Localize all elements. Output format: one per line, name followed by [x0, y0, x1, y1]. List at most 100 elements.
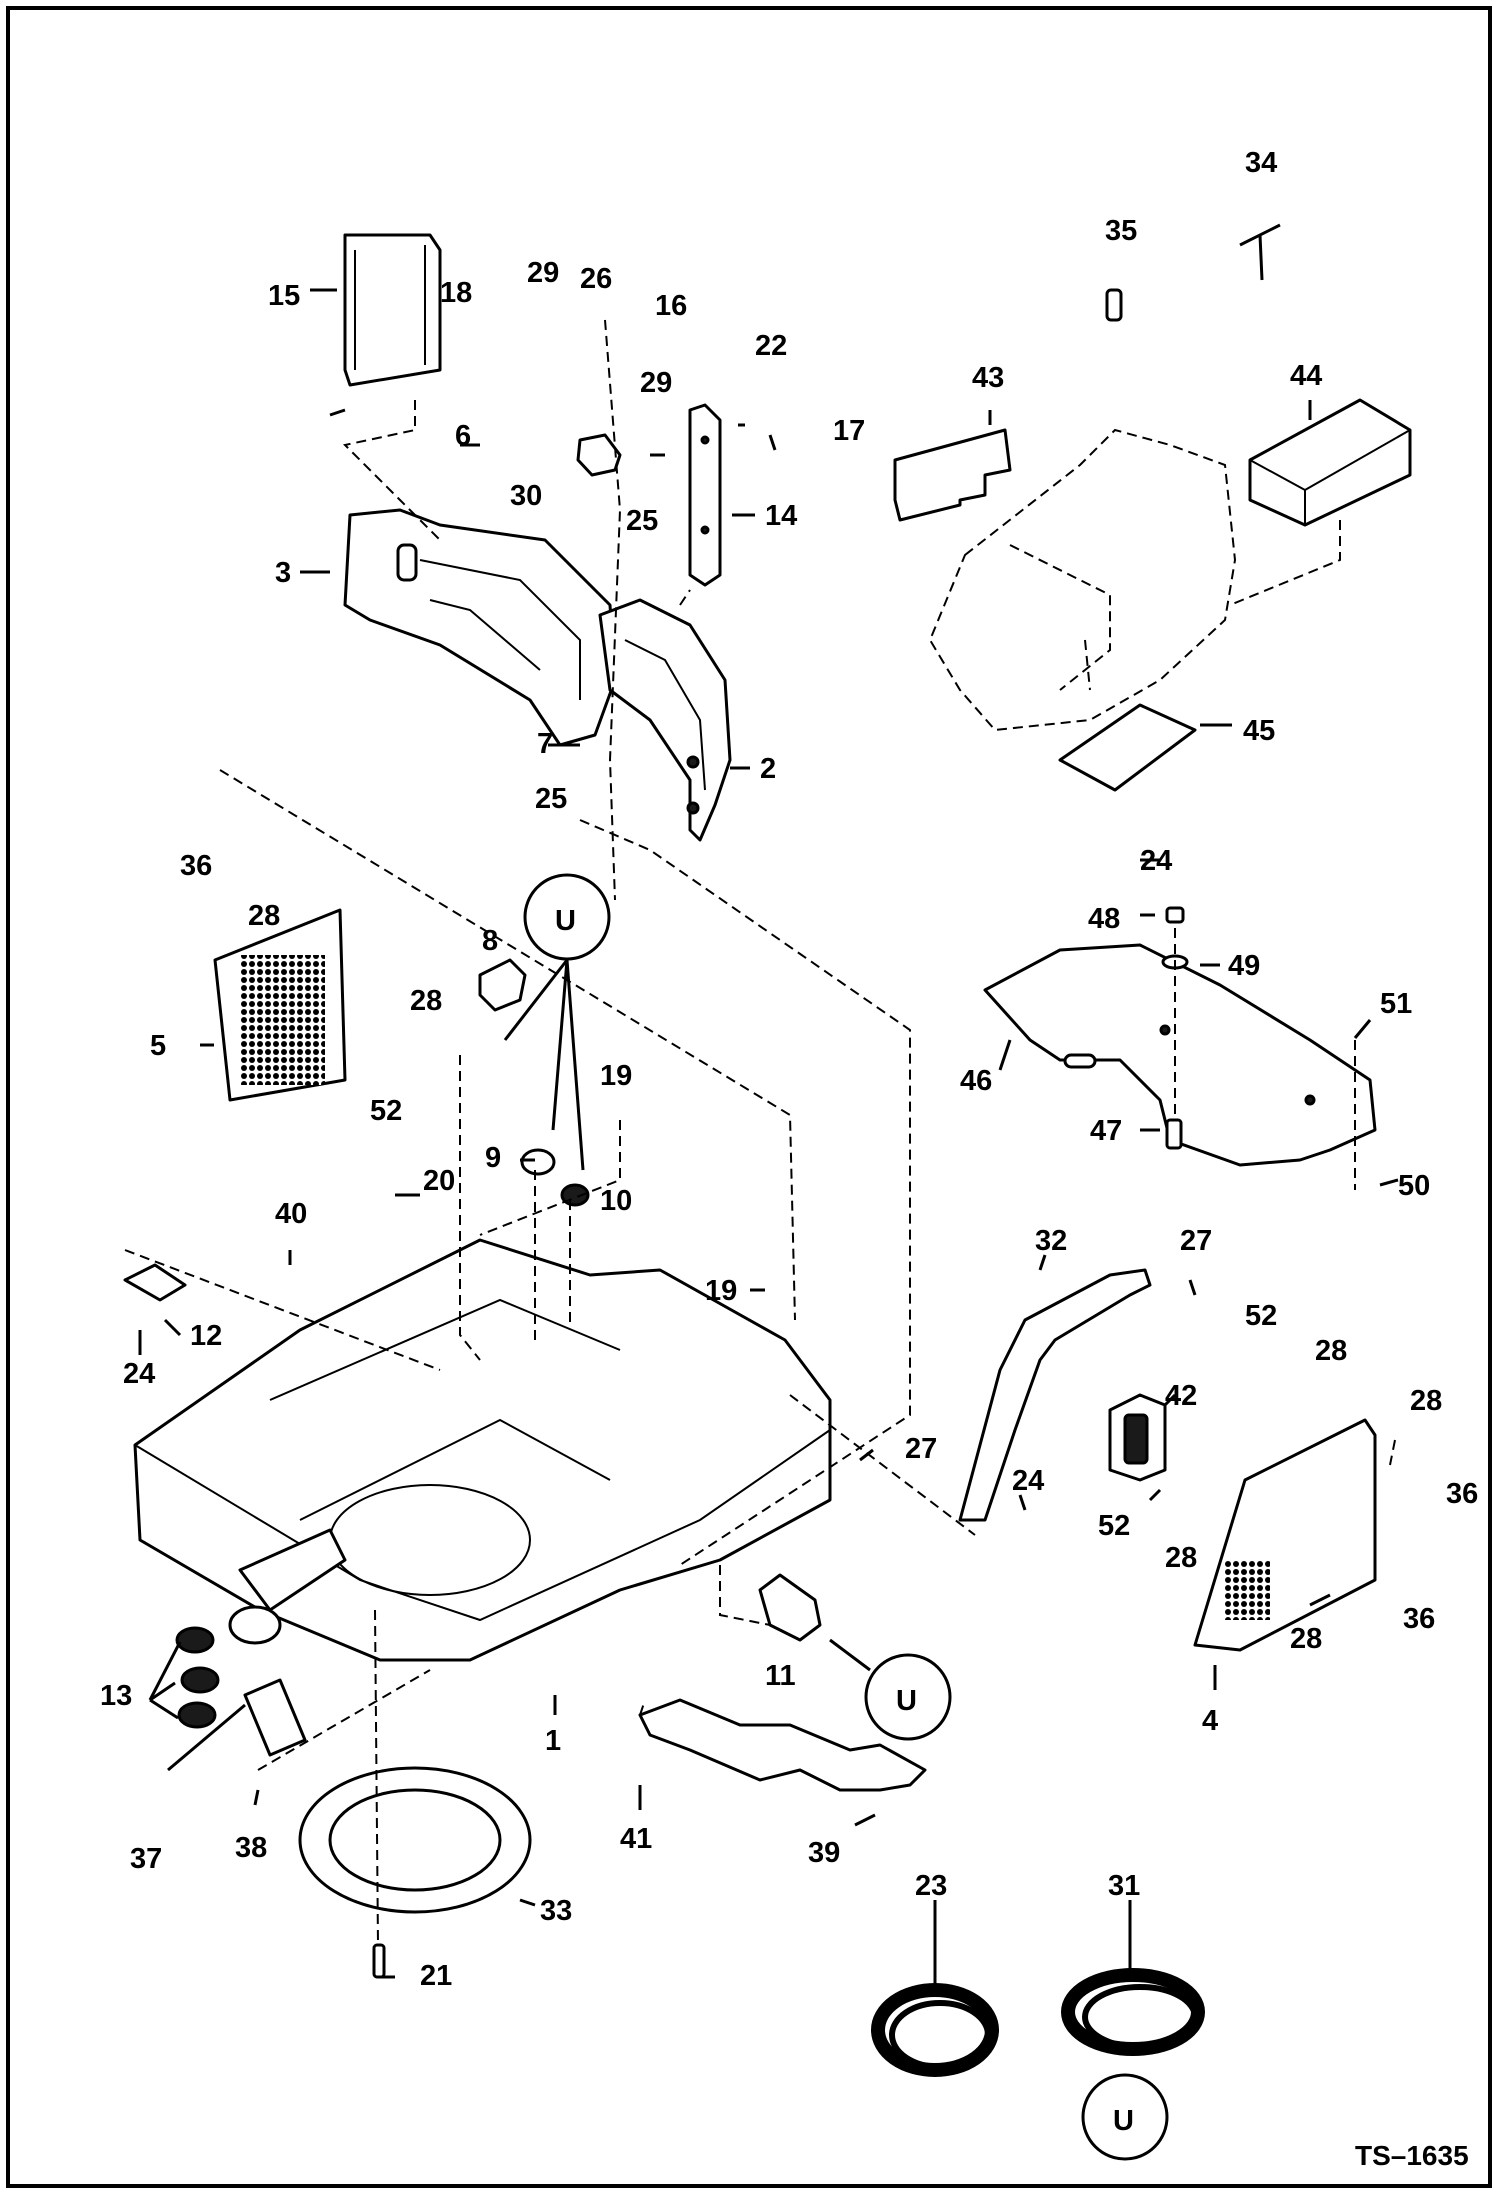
drawing-reference-label: TS–1635 [1355, 2140, 1469, 2171]
callout-50: 50 [1398, 1170, 1430, 1202]
callout-13: 13 [100, 1680, 132, 1712]
callout-25b: 25 [535, 783, 567, 815]
callout-52a: 52 [370, 1095, 402, 1127]
callout-11: 11 [765, 1660, 796, 1692]
callout-43: 43 [972, 362, 1004, 394]
callout-24b: 24 [1012, 1465, 1044, 1497]
part-13-bushings [175, 1626, 220, 1729]
part-44-foam-block [1248, 398, 1412, 527]
symbol-u-bottom-letter: U [1113, 2105, 1134, 2137]
callout-27b: 27 [905, 1433, 937, 1465]
part-33-slew-ring [298, 1766, 532, 1914]
part-9-seal [520, 1148, 556, 1176]
callout-14: 14 [765, 500, 797, 532]
callout-17: 17 [833, 415, 865, 447]
callout-4: 4 [1202, 1705, 1218, 1737]
part-3-counterweight-left [343, 508, 617, 747]
callout-33: 33 [540, 1895, 572, 1927]
callout-5: 5 [150, 1030, 166, 1062]
part-31-seal-coil [1061, 1968, 1205, 2056]
callout-28b: 28 [410, 985, 442, 1017]
part-34-key [1239, 223, 1281, 281]
callout-45: 45 [1243, 715, 1275, 747]
callout-40: 40 [275, 1198, 307, 1230]
callout-52c: 52 [1098, 1510, 1130, 1542]
part-1-main-frame [133, 1238, 832, 1662]
symbol-u-middle [864, 1653, 952, 1741]
callout-44: 44 [1290, 360, 1322, 392]
callout-49: 49 [1228, 950, 1260, 982]
callout-29b: 29 [640, 367, 672, 399]
callout-23: 23 [915, 1870, 947, 1902]
callout-2: 2 [760, 753, 776, 785]
callout-27a: 27 [1180, 1225, 1212, 1257]
callout-46: 46 [960, 1065, 992, 1097]
callout-36a: 36 [180, 850, 212, 882]
part-47-bolt [1165, 1118, 1183, 1150]
callout-36b: 36 [1446, 1478, 1478, 1510]
callout-25a: 25 [626, 505, 658, 537]
callout-28e: 28 [1165, 1542, 1197, 1574]
callout-leaders [138, 288, 1399, 1985]
symbol-u-middle-letter: U [896, 1685, 917, 1717]
part-35-bolt [1105, 288, 1123, 322]
callout-28a: 28 [248, 900, 280, 932]
callout-3: 3 [275, 557, 291, 589]
callout-22: 22 [755, 330, 787, 362]
callout-20: 20 [423, 1165, 455, 1197]
part-15-cover [343, 233, 442, 387]
callout-26: 26 [580, 263, 612, 295]
callout-29a: 29 [527, 257, 559, 289]
callout-19a: 19 [600, 1060, 632, 1092]
callout-7: 7 [537, 728, 553, 760]
symbol-u-top-letter: U [555, 905, 576, 937]
callout-1: 1 [545, 1725, 561, 1757]
callout-30: 30 [510, 480, 542, 512]
assembly-dashed-lines [124, 319, 1396, 1946]
part-12-plate [123, 1263, 187, 1302]
part-8-seal [478, 958, 527, 1012]
part-42-seal [1108, 1393, 1167, 1482]
part-4-grille-door [1193, 1418, 1377, 1652]
callout-34: 34 [1245, 147, 1277, 179]
symbol-u-bottom [1081, 2073, 1169, 2161]
callout-37: 37 [130, 1843, 162, 1875]
callout-15: 15 [268, 280, 300, 312]
part-32-trim [958, 1268, 1152, 1522]
arrows-from-symbol [503, 959, 871, 1672]
callout-19b: 19 [705, 1275, 737, 1307]
callout-12: 12 [190, 1320, 222, 1352]
callout-51: 51 [1380, 988, 1412, 1020]
callout-32: 32 [1035, 1225, 1067, 1257]
part-2-counterweight-right [598, 598, 732, 842]
part-39-bracket [638, 1698, 927, 1792]
part-14-bracket [688, 403, 722, 587]
callout-42: 42 [1165, 1380, 1197, 1412]
callout-28d: 28 [1410, 1385, 1442, 1417]
callout-36c: 36 [1403, 1603, 1435, 1635]
callout-18: 18 [440, 277, 472, 309]
symbol-u-top [523, 873, 611, 961]
callout-6: 6 [455, 420, 471, 452]
part-48-49-nut-washer [1161, 906, 1189, 970]
callout-47: 47 [1090, 1115, 1122, 1147]
callout-16: 16 [655, 290, 687, 322]
callout-9: 9 [485, 1142, 501, 1174]
callout-24c: 24 [1140, 845, 1172, 877]
callout-21: 21 [420, 1960, 452, 1992]
callout-28f: 28 [1290, 1623, 1322, 1655]
callout-31: 31 [1108, 1870, 1140, 1902]
callout-8: 8 [482, 925, 498, 957]
callout-labels: 1 2 3 4 5 6 7 8 9 10 11 12 13 14 15 16 1… [100, 147, 1478, 1992]
part-23-seal-coil [871, 1983, 999, 2077]
part-37-plate [243, 1678, 307, 1757]
callout-24a: 24 [123, 1358, 155, 1390]
part-11-seal [758, 1573, 822, 1642]
page-border [6, 6, 1492, 2188]
callout-41: 41 [620, 1823, 652, 1855]
callout-38: 38 [235, 1832, 267, 1864]
callout-35: 35 [1105, 215, 1137, 247]
part-21-bolt [372, 1943, 386, 1979]
